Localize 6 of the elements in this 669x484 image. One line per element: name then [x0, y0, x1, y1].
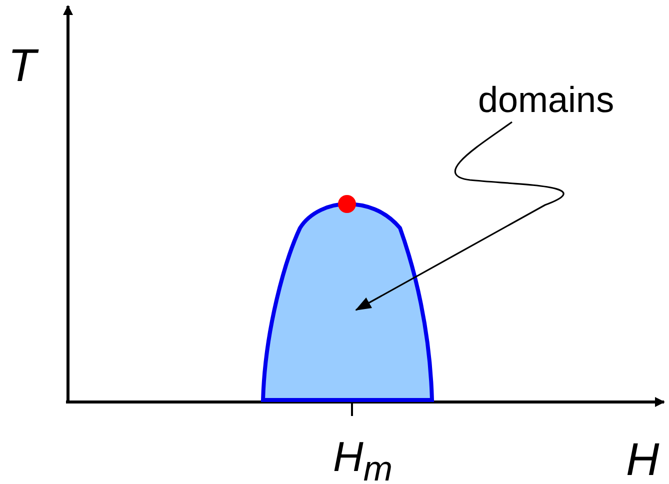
region-label: domains — [478, 82, 614, 118]
phase-region — [261, 202, 434, 402]
leader-line — [355, 121, 564, 311]
tick-label: H$_{m}$ — [333, 436, 392, 484]
axis-label: H — [626, 436, 660, 482]
axis-label: T — [8, 42, 36, 88]
